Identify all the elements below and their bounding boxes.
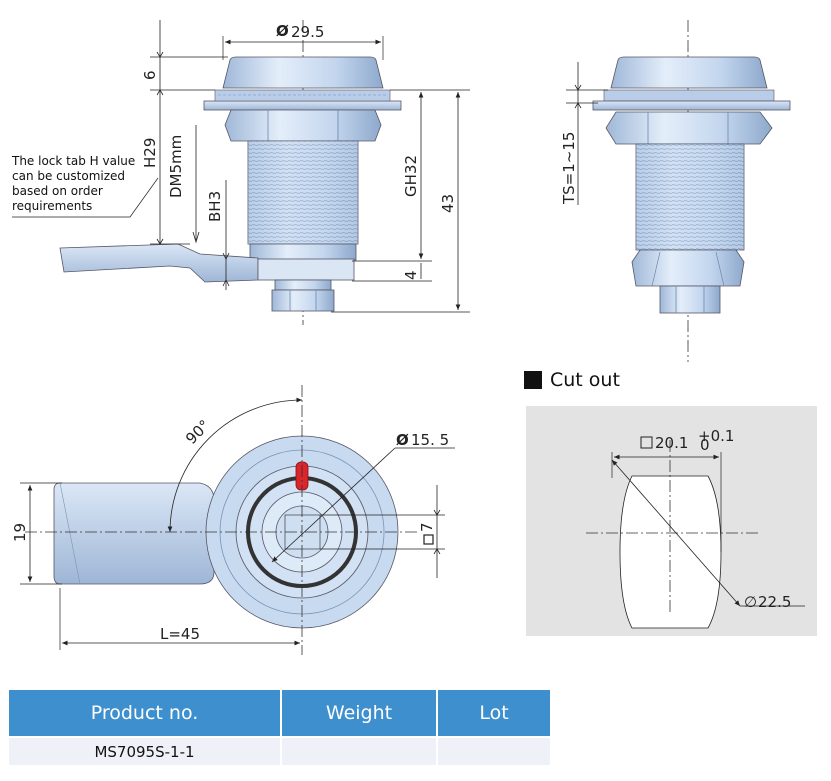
lock-tab bbox=[59, 243, 259, 283]
dim-total-43: 43 bbox=[439, 194, 457, 213]
header-weight: Weight bbox=[281, 690, 438, 737]
table-header-row: Product no. Weight Lot bbox=[9, 690, 550, 737]
dim-angle: 90° bbox=[182, 416, 214, 448]
square-bullet-icon bbox=[524, 371, 542, 389]
table-row: MS7095S-1-1 bbox=[9, 736, 550, 765]
cutout-shape bbox=[619, 475, 722, 629]
cell-lot bbox=[437, 736, 550, 765]
dim-h29: H29 bbox=[141, 138, 159, 168]
dim-gh32: GH32 bbox=[402, 155, 420, 197]
dim-width-19: 19 bbox=[11, 523, 29, 542]
svg-text:based on order: based on order bbox=[12, 184, 103, 198]
dim-ts: TS=1~15 bbox=[560, 132, 578, 205]
diameter-symbol-2: Ø bbox=[396, 431, 409, 449]
cutout-panel: 20.1 +0.1 0 ∅ 22.5 bbox=[526, 406, 817, 636]
cell-weight bbox=[281, 736, 438, 765]
flange-plate bbox=[203, 100, 402, 111]
dim-base-4: 4 bbox=[402, 270, 420, 280]
bottom-nut bbox=[271, 289, 335, 312]
dim-length: L=45 bbox=[160, 625, 200, 643]
header-product-no: Product no. bbox=[9, 690, 282, 737]
front-view: TS=1~15 bbox=[560, 20, 791, 362]
cutout-tol-zero: 0 bbox=[700, 436, 710, 454]
dim-square-7: 7 bbox=[418, 522, 436, 532]
hex-nut bbox=[224, 109, 382, 142]
lever-top bbox=[53, 482, 215, 585]
cutout-diameter-symbol: ∅ bbox=[744, 593, 757, 611]
header-lot: Lot bbox=[437, 690, 550, 737]
product-table: Product no. Weight Lot MS7095S-1-1 bbox=[9, 690, 550, 765]
svg-text:requirements: requirements bbox=[12, 199, 92, 213]
dim-diameter-top: 29.5 bbox=[291, 23, 324, 41]
diameter-symbol: Ø bbox=[276, 22, 289, 40]
top-view: 7 Ø 15. 5 90° 19 L=45 bbox=[11, 385, 455, 655]
svg-text:can be customized: can be customized bbox=[12, 169, 125, 183]
svg-text:The lock tab H value: The lock tab H value bbox=[11, 154, 135, 168]
tab-height-note: The lock tab H value can be customized b… bbox=[11, 154, 159, 218]
dim-dm5: DM5mm bbox=[167, 135, 185, 198]
cap-shape bbox=[222, 56, 384, 89]
cell-product-no: MS7095S-1-1 bbox=[9, 736, 282, 765]
cutout-tol-plus: +0.1 bbox=[698, 427, 734, 445]
cutout-title-text: Cut out bbox=[550, 369, 620, 391]
cutout-square-dim: 20.1 bbox=[655, 434, 688, 452]
side-view: Ø 29.5 6 H29 DM5mm BH3 GH32 4 43 bbox=[11, 20, 470, 325]
dim-cap-height: 6 bbox=[141, 70, 159, 80]
cutout-diameter-dim: 22.5 bbox=[758, 593, 791, 611]
dim-bh3: BH3 bbox=[206, 191, 224, 222]
cutout-title: Cut out bbox=[524, 368, 620, 392]
dim-diameter-15: 15. 5 bbox=[411, 431, 449, 449]
